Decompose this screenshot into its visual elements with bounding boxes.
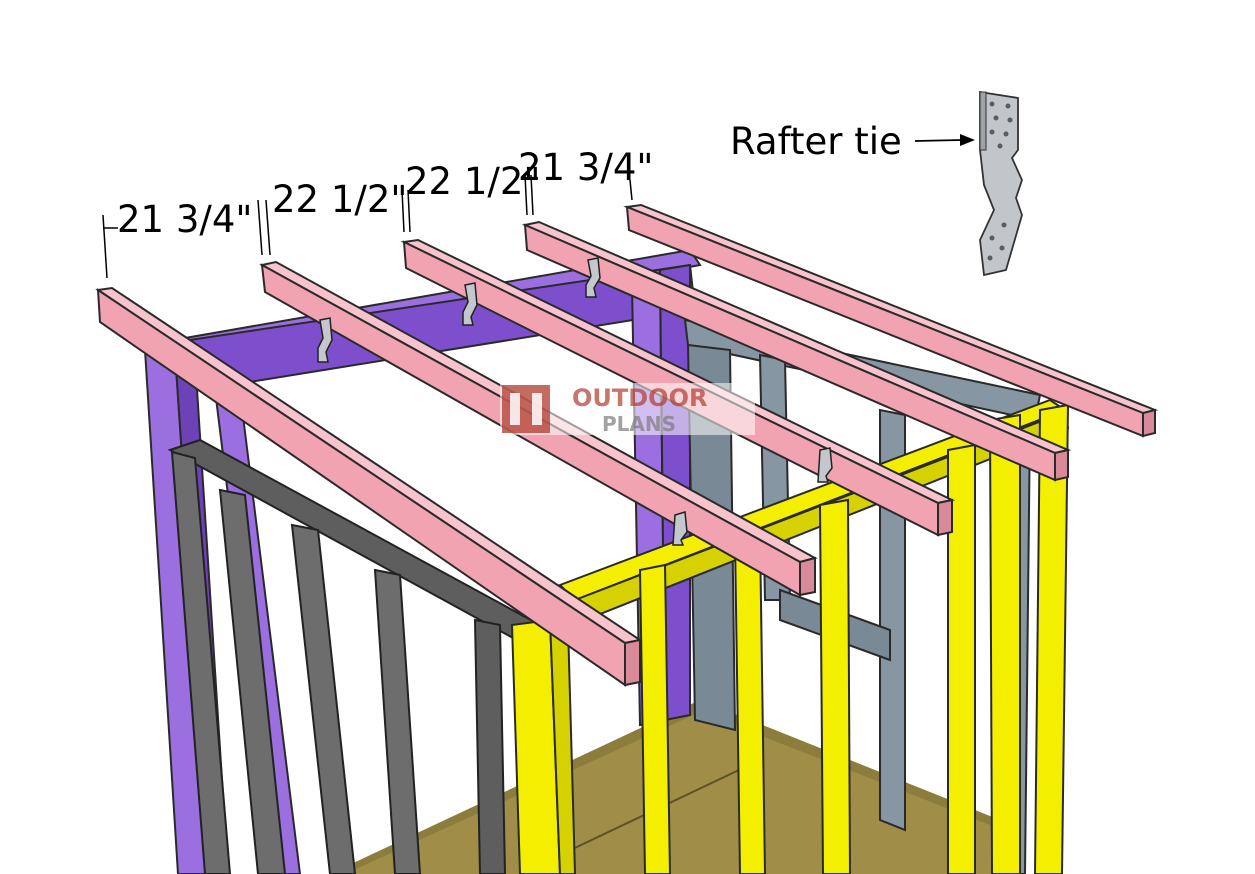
left-side-wall-frame — [167, 438, 542, 874]
dimension-label-2: 22 1/2" — [272, 178, 407, 221]
callout-arrow — [914, 134, 975, 146]
dimension-label-4: 21 3/4" — [518, 146, 653, 189]
watermark-brand-line1: OUTDOOR — [572, 384, 707, 412]
dimension-label-1: 21 3/4" — [117, 198, 252, 241]
watermark-logo: OUTDOOR PLANS — [500, 383, 755, 436]
rafter-tie-icon — [979, 90, 1023, 277]
dimension-ticks — [102, 174, 633, 279]
rafter-1 — [95, 286, 643, 687]
rafter-4 — [521, 220, 1072, 482]
rafter-tie-label: Rafter tie — [730, 120, 902, 163]
watermark-brand-line2: PLANS — [602, 412, 676, 436]
rafter-tie-brackets — [317, 257, 833, 546]
dimension-label-3: 22 1/2" — [405, 160, 540, 203]
rafter-5 — [623, 203, 1159, 438]
